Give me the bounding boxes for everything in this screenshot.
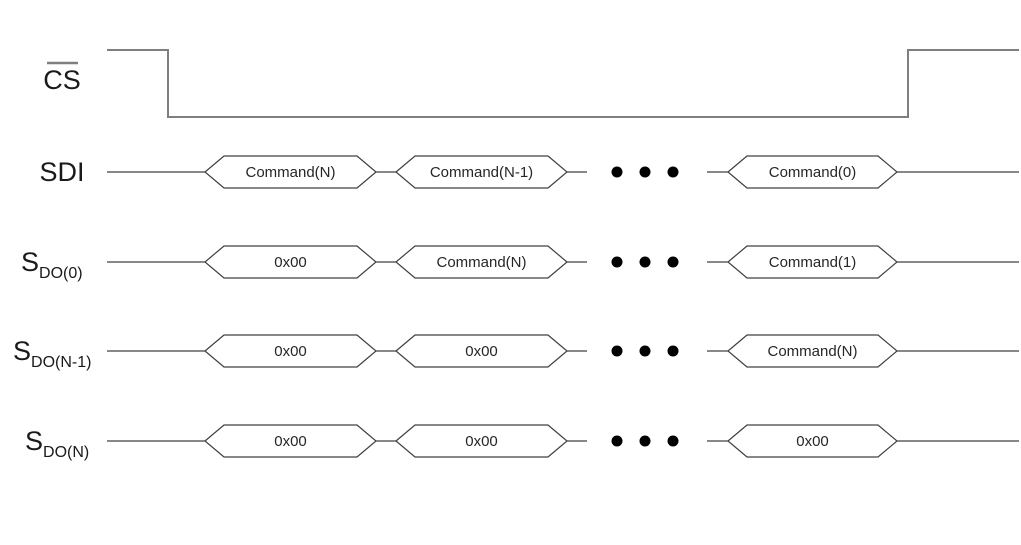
- bus-segment-label: 0x00: [274, 433, 307, 450]
- bus-segment-shape: [204, 245, 377, 279]
- bus-segment-shape: [727, 424, 898, 458]
- signal-label: SDO(0): [21, 247, 83, 282]
- bus-segment-label: Command(N): [436, 254, 526, 271]
- bus-segment-label: 0x00: [796, 433, 829, 450]
- signal-label: SDO(N-1): [13, 336, 91, 371]
- digital-waveform: [107, 49, 1019, 118]
- ellipsis-dot: [611, 435, 623, 447]
- bus-segment-shape: [204, 334, 377, 368]
- ellipsis-dot: [667, 256, 679, 268]
- signal-row-cs: CS: [43, 49, 1019, 118]
- bus-segment-label: 0x00: [274, 254, 307, 271]
- bus-segment-shape: [727, 334, 898, 368]
- bus-segment-label: Command(1): [769, 254, 857, 271]
- ellipsis-dot: [667, 345, 679, 357]
- bus-segment-shape: [204, 424, 377, 458]
- ellipsis-dot: [639, 256, 651, 268]
- signal-label: SDI: [39, 157, 84, 187]
- bus-segment-shape: [204, 155, 377, 189]
- signal-row-sdi: SDI Command(N) Command(N-1) Command(0): [39, 155, 1019, 189]
- ellipsis-dot: [667, 166, 679, 178]
- bus-segment-shape: [395, 155, 568, 189]
- bus-segment-shape: [395, 424, 568, 458]
- bus-segment-shape: [395, 334, 568, 368]
- bus-segment-shape: [395, 245, 568, 279]
- bus-segment-label: 0x00: [465, 343, 498, 360]
- ellipsis-dot: [611, 166, 623, 178]
- bus-segment-shape: [727, 155, 898, 189]
- signal-label: SDO(N): [25, 426, 89, 461]
- ellipsis-dot: [639, 435, 651, 447]
- bus-segment-label: Command(N-1): [430, 164, 533, 181]
- bus-segment-shape: [727, 245, 898, 279]
- bus-segment-label: Command(N): [767, 343, 857, 360]
- bus-segment-label: 0x00: [465, 433, 498, 450]
- ellipsis-dot: [611, 256, 623, 268]
- signal-label: CS: [43, 65, 81, 95]
- ellipsis-dot: [667, 435, 679, 447]
- bus-segment-label: Command(0): [769, 164, 857, 181]
- ellipsis-dot: [639, 345, 651, 357]
- ellipsis-dot: [611, 345, 623, 357]
- bus-segment-label: Command(N): [245, 164, 335, 181]
- ellipsis-dot: [639, 166, 651, 178]
- signal-row-sdo-0: SDO(0) 0x00 Command(N) Command(1): [21, 245, 1019, 282]
- signal-row-sdo-n-1: SDO(N-1) 0x00 0x00 Command(N): [13, 334, 1019, 371]
- bus-segment-label: 0x00: [274, 343, 307, 360]
- signal-row-sdo-n: SDO(N) 0x00 0x00 0x00: [25, 424, 1019, 461]
